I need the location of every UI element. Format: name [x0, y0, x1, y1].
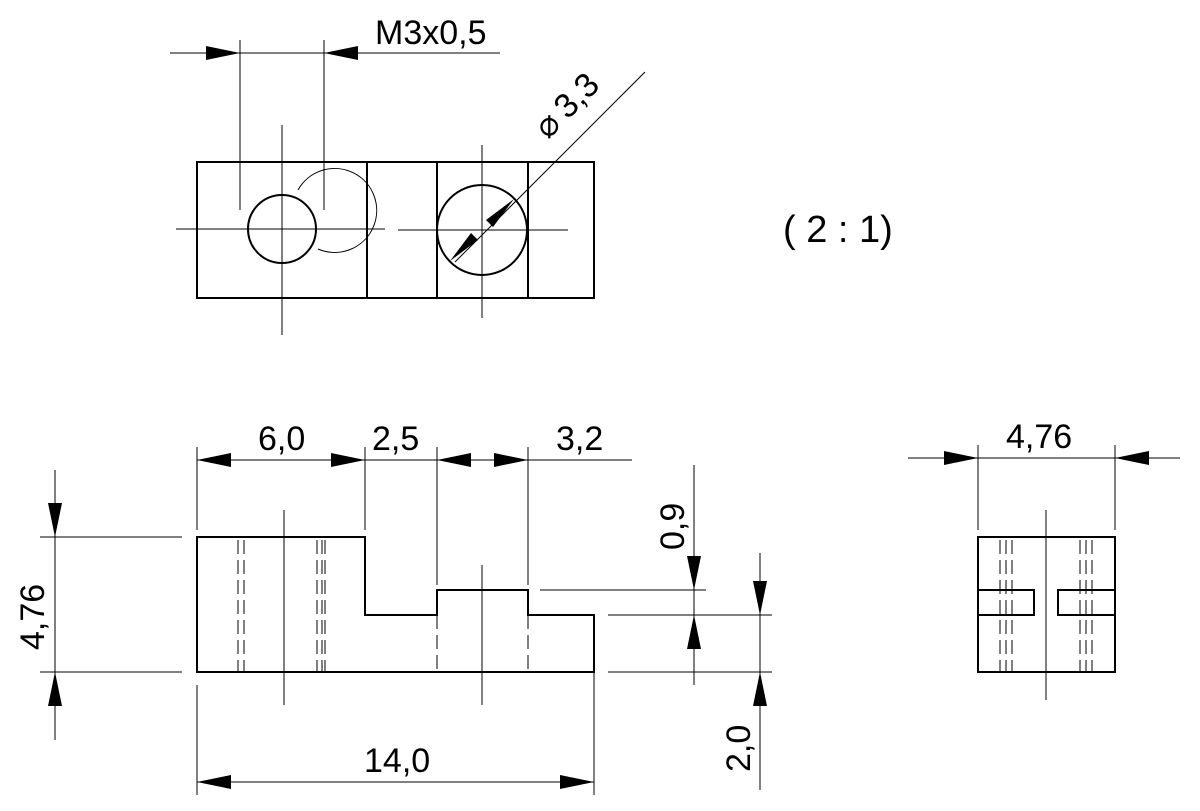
dim-label-6-0: 6,0: [258, 420, 305, 458]
dim-arrow: [560, 775, 594, 789]
dim-label-3-2: 3,2: [556, 420, 603, 458]
thread-arrow-right: [324, 46, 358, 60]
dim-arrow: [687, 615, 701, 649]
front-view: 6,0 2,5 3,2 14,0 4,76 0,9 2,0: [14, 420, 772, 795]
dim-arrow: [331, 453, 365, 467]
dim-arrow: [494, 453, 528, 467]
front-view-outline: [196, 536, 595, 673]
side-view: 4,76: [908, 418, 1180, 700]
thread-major-arc: [297, 167, 378, 253]
top-view-outline: [196, 161, 595, 299]
dim-arrow: [753, 672, 767, 706]
dim-arrow: [197, 775, 231, 789]
dim-label-4-76-side: 4,76: [1006, 418, 1072, 456]
diameter-value: 3,3: [547, 66, 607, 126]
dim-arrow: [48, 672, 62, 706]
dim-arrow: [753, 581, 767, 615]
dim-arrow: [437, 453, 471, 467]
dim-label-14-0: 14,0: [364, 742, 430, 780]
dim-arrow: [687, 556, 701, 590]
dim-label-4-76: 4,76: [14, 584, 52, 650]
dim-label-0-9: 0,9: [654, 503, 692, 550]
thread-label: M3x0,5: [375, 14, 487, 52]
dim-arrow: [1115, 451, 1149, 465]
dim-arrow: [48, 503, 62, 537]
diameter-arrow-inner: [450, 233, 478, 261]
diameter-label: ⌀ 3,3: [527, 66, 607, 146]
diameter-arrow-outer: [486, 199, 514, 227]
scale-label: ( 2 : 1): [783, 209, 893, 251]
dim-arrow: [197, 453, 231, 467]
diameter-leader-line: [454, 71, 646, 263]
dim-label-2-5: 2,5: [372, 420, 419, 458]
dim-arrow: [944, 451, 978, 465]
dim-label-2-0: 2,0: [720, 725, 758, 772]
thread-arrow-left: [206, 46, 240, 60]
top-view: M3x0,5 ⌀ 3,3: [170, 14, 646, 335]
